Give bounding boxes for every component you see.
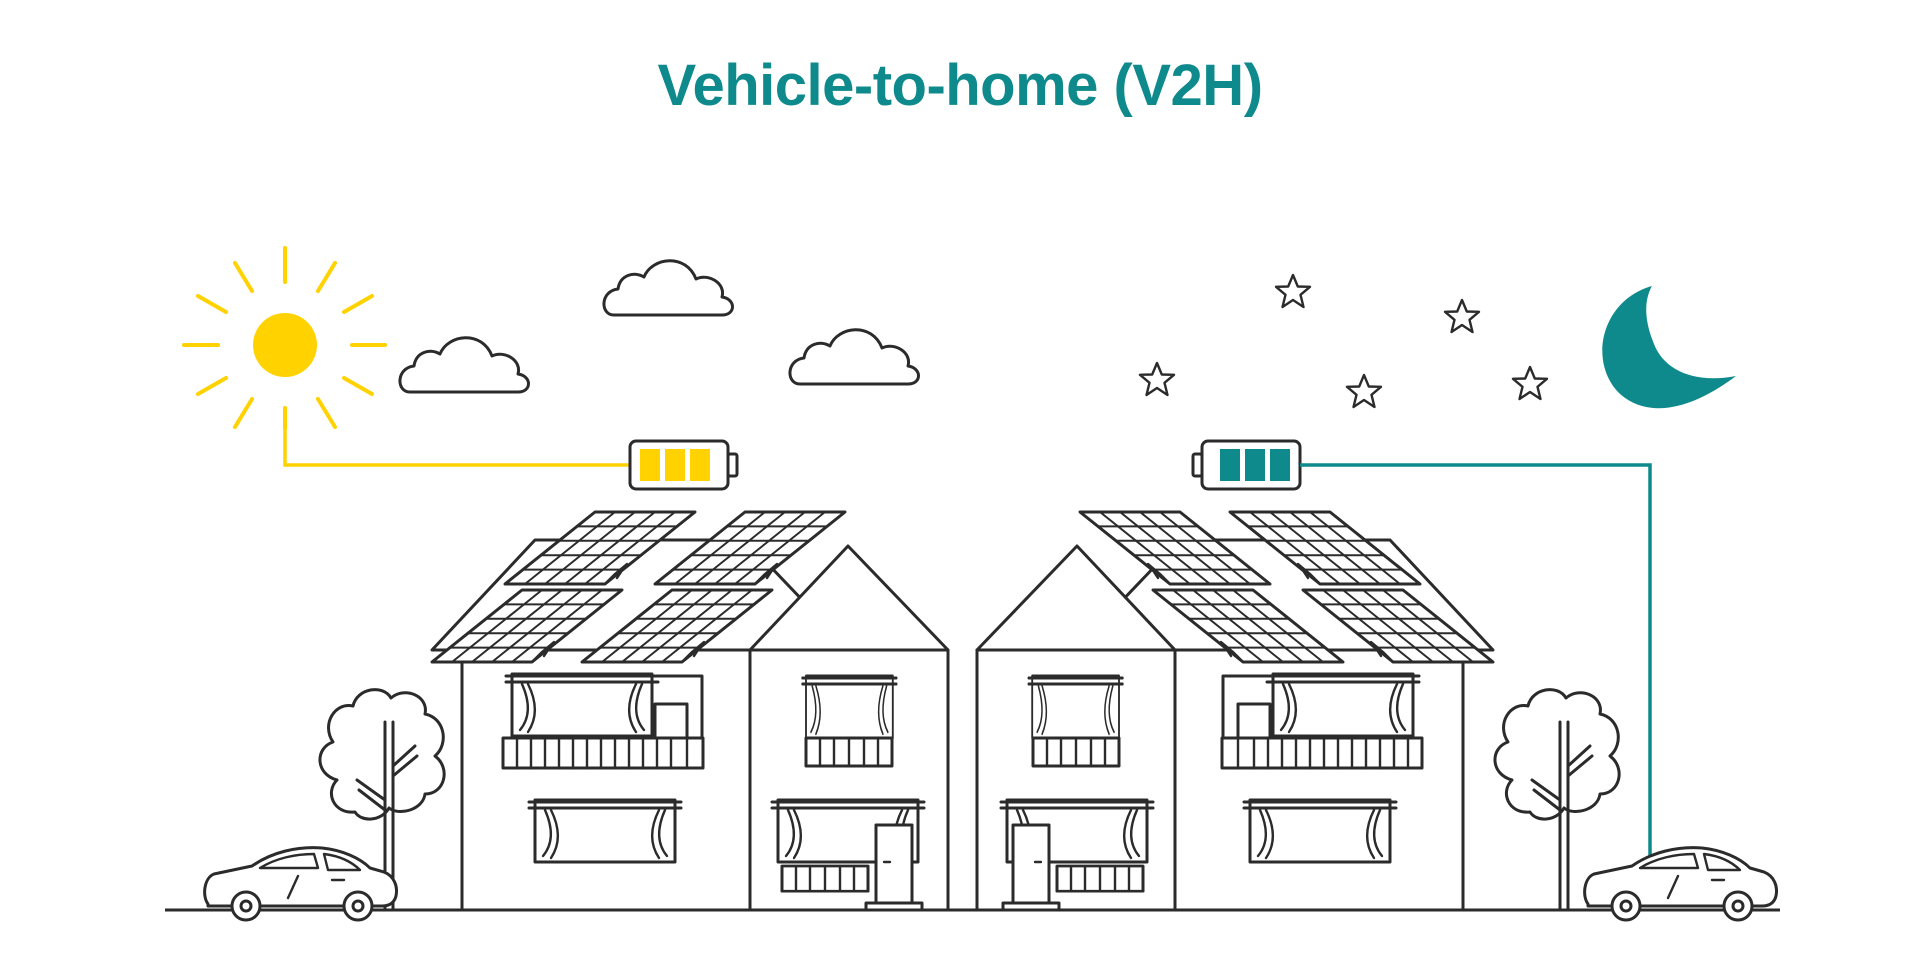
star-icon bbox=[1511, 365, 1549, 401]
cloud-icon bbox=[788, 328, 920, 386]
cloud-icon bbox=[398, 336, 530, 394]
moon-icon bbox=[1602, 286, 1736, 409]
day-power-line bbox=[283, 410, 630, 467]
star-icon bbox=[1138, 361, 1176, 397]
battery-icon bbox=[1191, 439, 1302, 491]
night-power-line bbox=[1300, 463, 1652, 862]
house-icon bbox=[430, 538, 950, 912]
sun-icon bbox=[182, 246, 387, 430]
diagram-title: Vehicle-to-home (V2H) bbox=[657, 53, 1263, 118]
cloud-icon bbox=[602, 259, 734, 317]
star-icon bbox=[1274, 273, 1312, 309]
star-icon bbox=[1443, 298, 1481, 334]
star-icon bbox=[1345, 373, 1383, 409]
battery-icon bbox=[628, 439, 739, 491]
